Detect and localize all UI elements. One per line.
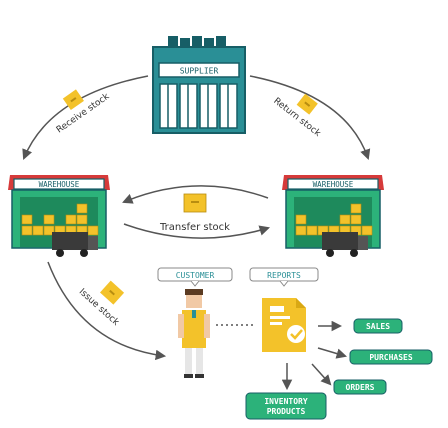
transfer-stock-group: Transfer stock xyxy=(159,193,230,233)
sales-label: SALES xyxy=(366,322,390,331)
inventory-products-badge: INVENTORY PRODUCTS xyxy=(245,392,327,420)
supplier-building: SUPPLIER xyxy=(152,36,246,134)
customer-node: CUSTOMER xyxy=(157,267,233,378)
warehouse-right: WAREHOUSE xyxy=(282,175,384,257)
purchases-label: PURCHASES xyxy=(369,353,413,362)
transfer-stock-arrow-top xyxy=(122,185,269,204)
warehouse-right-label: WAREHOUSE xyxy=(313,180,354,189)
warehouse-left: WAREHOUSE xyxy=(8,175,110,257)
report-document-icon xyxy=(262,298,306,352)
inventory-label-line1: INVENTORY xyxy=(264,397,308,406)
orders-badge: ORDERS xyxy=(333,379,387,395)
issue-stock-arrow xyxy=(47,261,167,361)
return-stock-group: Return stock xyxy=(271,93,323,139)
supplier-label: SUPPLIER xyxy=(180,67,219,76)
receive-stock-group: Receive stock xyxy=(55,89,112,136)
transfer-stock-label: Transfer stock xyxy=(159,222,230,233)
purchases-badge: PURCHASES xyxy=(349,349,433,365)
customer-label: CUSTOMER xyxy=(176,271,215,280)
reports-label: REPORTS xyxy=(267,271,301,280)
purchases-arrow xyxy=(317,347,348,359)
transfer-stock-arrow-bottom xyxy=(123,223,271,239)
sales-badge: SALES xyxy=(353,318,403,334)
warehouse-left-label: WAREHOUSE xyxy=(39,180,80,189)
customer-person-icon xyxy=(178,289,210,378)
orders-arrow xyxy=(311,363,332,386)
inventory-label-line2: PRODUCTS xyxy=(267,407,306,416)
orders-label: ORDERS xyxy=(346,383,375,392)
receive-stock-label: Receive stock xyxy=(55,91,112,135)
return-stock-arrow xyxy=(249,75,371,160)
reports-node: REPORTS xyxy=(249,267,319,352)
